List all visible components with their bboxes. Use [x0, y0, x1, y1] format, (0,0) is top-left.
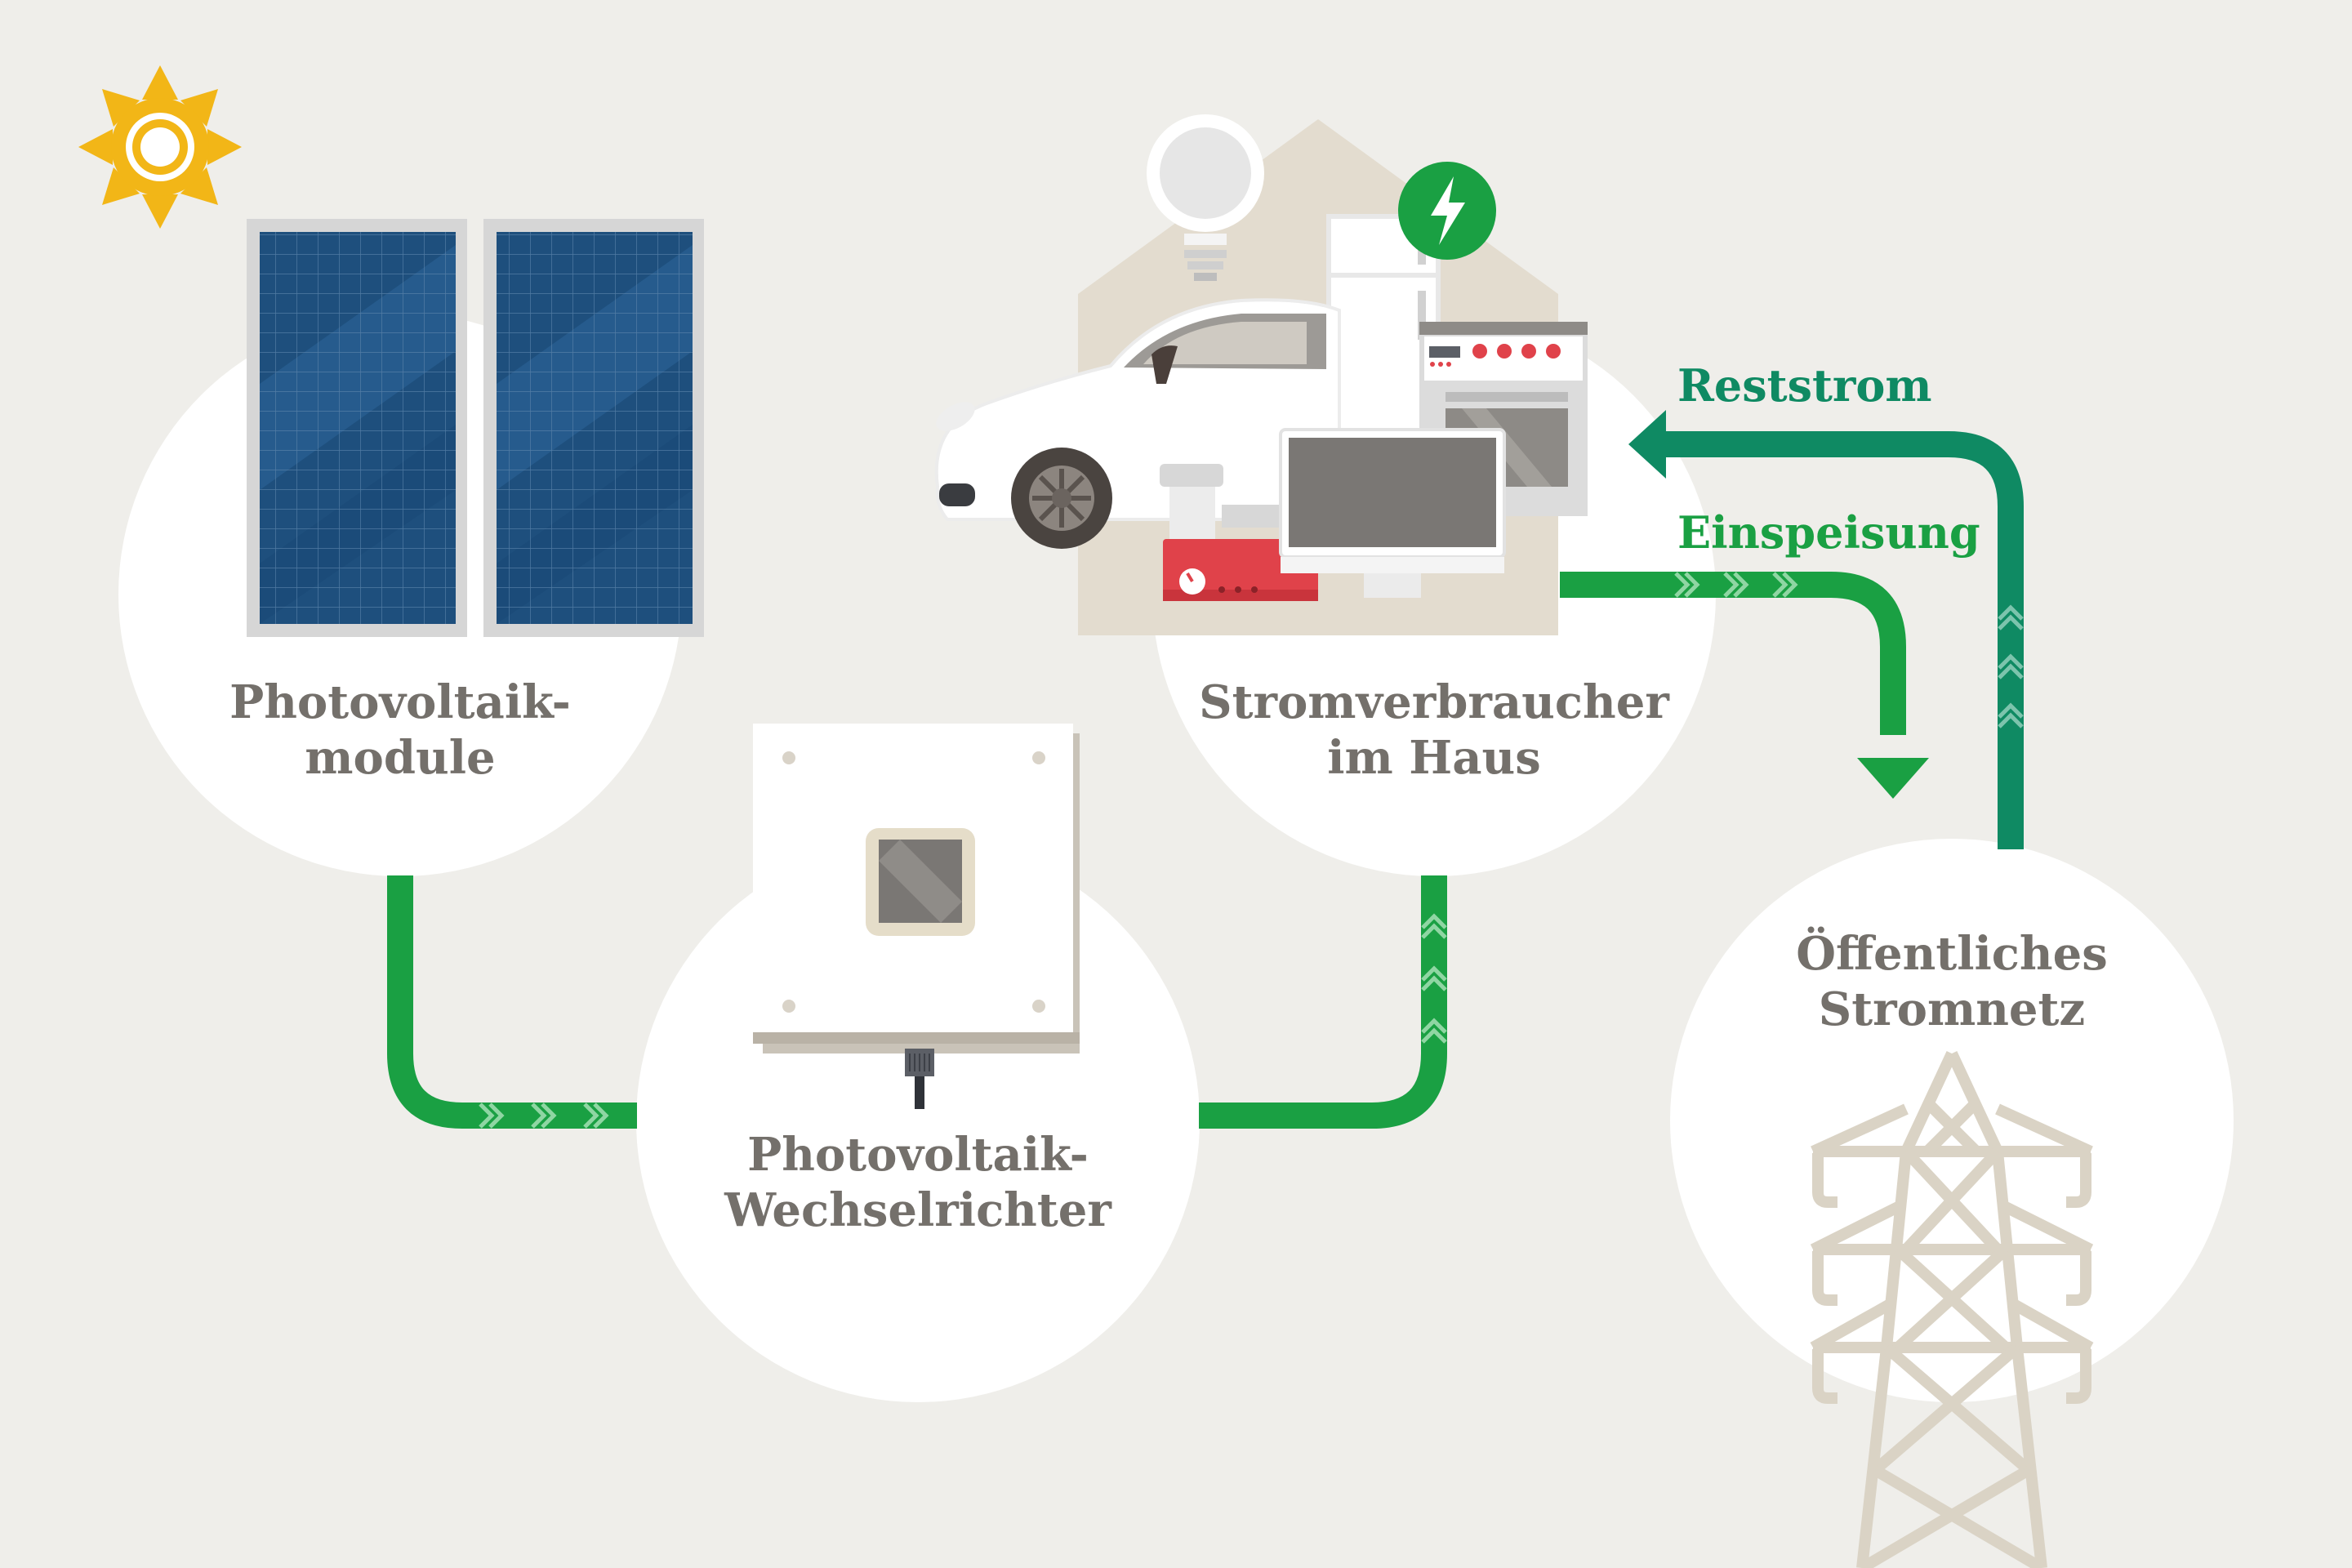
- monitor-icon: [1281, 430, 1504, 598]
- consumers-label: Stromverbraucher im Haus: [1189, 675, 1679, 786]
- pv-to-inverter-line: [400, 875, 637, 1116]
- grid-label-line1: Öffentliches: [1748, 926, 2156, 982]
- consumers-label-line2: im Haus: [1189, 730, 1679, 786]
- inverter-label-line2: Wechselrichter: [673, 1183, 1163, 1238]
- charging-bolt-icon: [1398, 162, 1496, 260]
- consumers-label-line1: Stromverbraucher: [1189, 675, 1679, 730]
- inverter-label-line1: Photovoltaik-: [673, 1127, 1163, 1183]
- grid-label: Öffentliches Stromnetz: [1748, 926, 2156, 1037]
- pv-modules-label-line1: Photovoltaik-: [196, 675, 604, 730]
- residual-label: Reststrom: [1677, 359, 1932, 412]
- grid-label-line2: Stromnetz: [1748, 982, 2156, 1037]
- sun-icon: [78, 65, 242, 229]
- pv-modules-label-line2: module: [196, 730, 604, 786]
- house-appliances-icon: [931, 114, 1588, 635]
- feed-in-label: Einspeisung: [1677, 506, 1980, 559]
- inverter-to-house-line: [1199, 875, 1434, 1116]
- inverter-label: Photovoltaik- Wechselrichter: [673, 1127, 1163, 1238]
- residual-line: [1666, 444, 2011, 849]
- pv-modules-label: Photovoltaik- module: [196, 675, 604, 786]
- feed-in-arrow-down-icon: [1857, 758, 1929, 799]
- inverter-icon: [753, 724, 1080, 1109]
